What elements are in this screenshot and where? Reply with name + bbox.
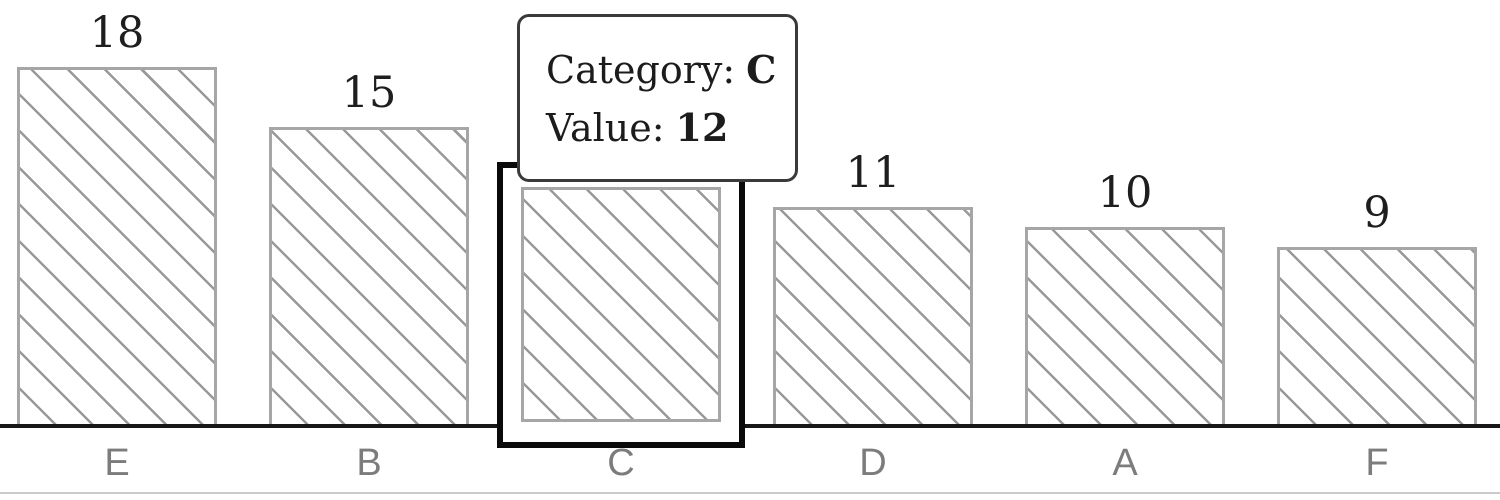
tooltip-category-line: Category:C: [546, 41, 795, 99]
tooltip-category-value: C: [746, 47, 777, 92]
tooltip: Category:C Value:12: [517, 14, 798, 182]
value-label-A: 10: [1097, 168, 1153, 218]
x-tick-label-A: A: [1112, 442, 1138, 484]
tooltip-value-label: Value:: [546, 106, 665, 150]
value-label-B: 15: [341, 68, 397, 118]
bar-D[interactable]: [773, 207, 973, 427]
bottom-divider: [0, 492, 1500, 494]
x-tick-label-F: F: [1365, 442, 1389, 484]
value-label-E: 18: [89, 8, 145, 58]
x-axis-line: [0, 424, 1500, 428]
bar-F[interactable]: [1277, 247, 1477, 427]
x-tick-label-C: C: [607, 442, 635, 484]
tooltip-category-label: Category:: [546, 48, 736, 92]
bar-C[interactable]: [521, 187, 721, 422]
value-label-F: 9: [1363, 188, 1391, 238]
x-tick-label-B: B: [356, 442, 382, 484]
x-tick-label-D: D: [859, 442, 887, 484]
value-label-D: 11: [845, 148, 901, 198]
bar-A[interactable]: [1025, 227, 1225, 427]
tooltip-value-line: Value:12: [546, 99, 795, 157]
x-tick-label-E: E: [104, 442, 130, 484]
tooltip-value-value: 12: [675, 105, 729, 150]
bar-E[interactable]: [17, 67, 217, 427]
bar-B[interactable]: [269, 127, 469, 427]
